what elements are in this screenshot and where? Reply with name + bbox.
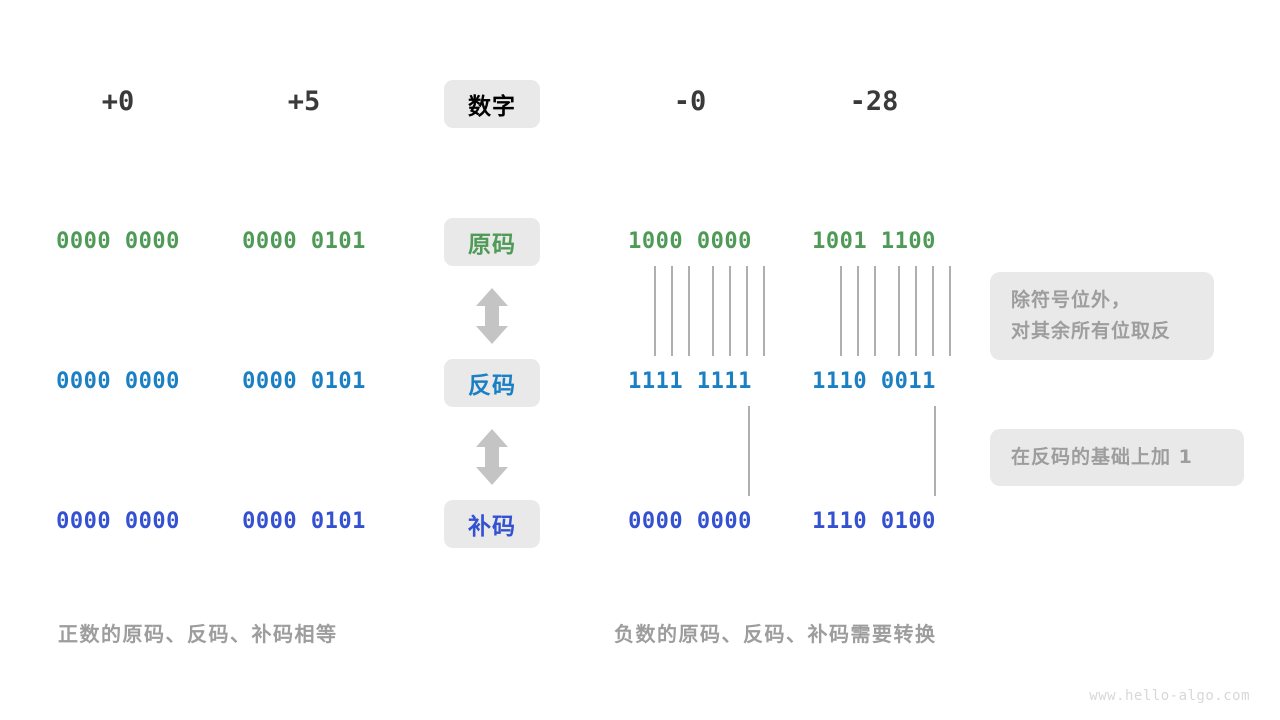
twos-complement-plus-zero: 0000 0000 xyxy=(56,509,180,534)
twos-complement-minus-zero: 0000 0000 xyxy=(628,509,752,534)
twos-complement-minus-twentyeight: 1110 0100 xyxy=(812,509,936,534)
header-value-plus-five: +5 xyxy=(287,86,321,117)
note-invert-bits: 除符号位外， 对其余所有位取反 xyxy=(990,272,1214,360)
header-value-minus-twentyeight: -28 xyxy=(849,86,899,117)
ones-complement-minus-zero: 1111 1111 xyxy=(628,369,752,394)
sign-magnitude-plus-zero: 0000 0000 xyxy=(56,229,180,254)
row-label-number-text: 数字 xyxy=(468,94,516,120)
row-label-ones-complement-text: 反码 xyxy=(468,373,516,399)
note-add-one: 在反码的基础上加 1 xyxy=(990,429,1244,486)
caption-positive: 正数的原码、反码、补码相等 xyxy=(58,622,338,646)
row-label-number: 数字 xyxy=(444,80,540,128)
caption-negative: 负数的原码、反码、补码需要转换 xyxy=(614,622,937,646)
header-value-plus-zero: +0 xyxy=(101,86,135,117)
watermark: www.hello-algo.com xyxy=(1089,688,1250,704)
double-arrow-vertical-icon-lower xyxy=(474,429,510,489)
row-label-twos-complement-text: 补码 xyxy=(468,514,516,540)
row-label-ones-complement: 反码 xyxy=(444,359,540,407)
twos-complement-plus-five: 0000 0101 xyxy=(242,509,366,534)
row-label-sign-magnitude-text: 原码 xyxy=(468,232,516,258)
row-label-sign-magnitude: 原码 xyxy=(444,218,540,266)
ones-complement-plus-zero: 0000 0000 xyxy=(56,369,180,394)
double-arrow-vertical-icon-upper xyxy=(474,288,510,348)
sign-magnitude-plus-five: 0000 0101 xyxy=(242,229,366,254)
ones-complement-minus-twentyeight: 1110 0011 xyxy=(812,369,936,394)
header-value-minus-zero: -0 xyxy=(673,86,707,117)
sign-magnitude-minus-twentyeight: 1001 1100 xyxy=(812,229,936,254)
sign-magnitude-minus-zero: 1000 0000 xyxy=(628,229,752,254)
row-label-twos-complement: 补码 xyxy=(444,500,540,548)
ones-complement-plus-five: 0000 0101 xyxy=(242,369,366,394)
